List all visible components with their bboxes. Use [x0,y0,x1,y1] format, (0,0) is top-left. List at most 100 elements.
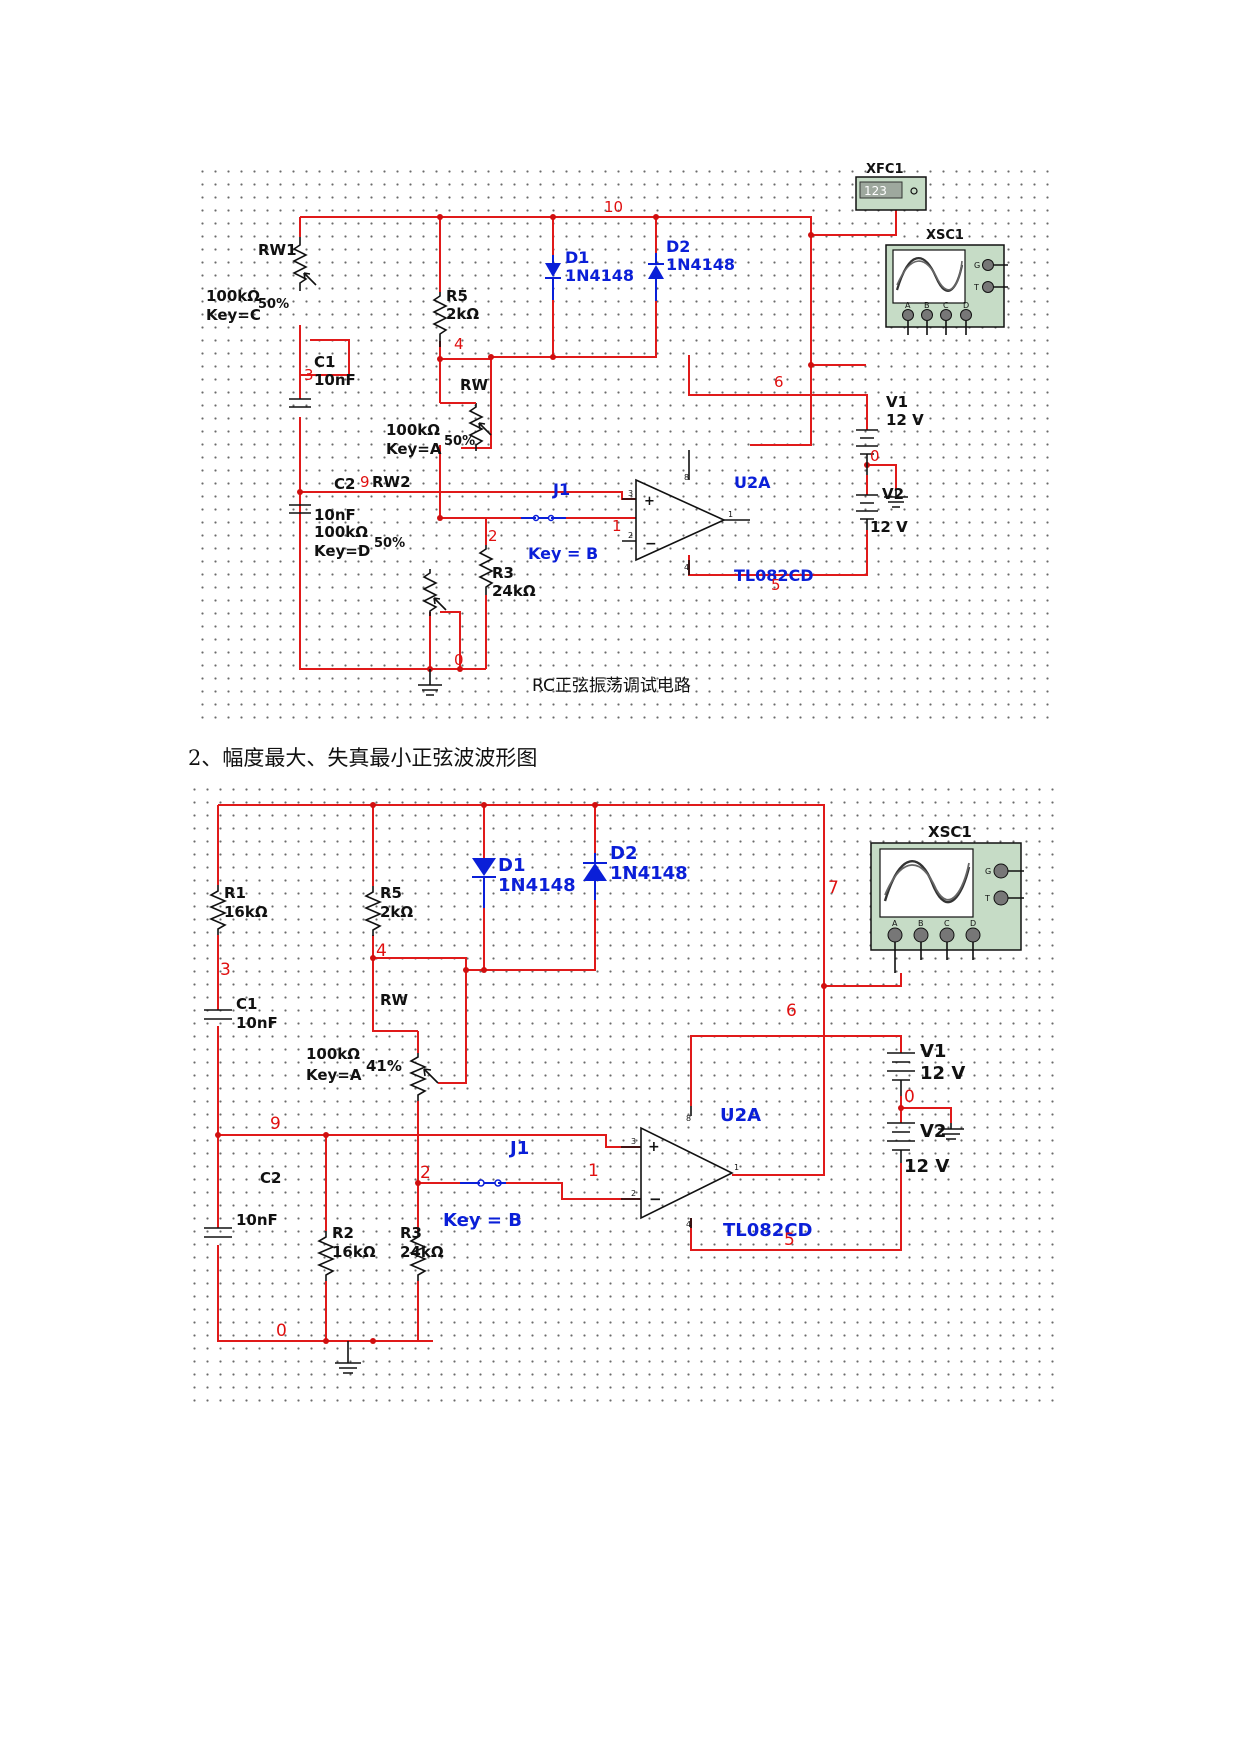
c1-name: C1 [314,353,335,371]
v1-value: 12 V [886,411,924,429]
r5-name: R5 [380,884,402,902]
node-label: 0 [904,1087,915,1107]
opamp-pin-8: 8 [686,1114,691,1123]
opamp-pin-2: 2 [628,531,633,540]
c2-capacitor[interactable] [289,504,311,514]
node-label: 3 [304,366,314,384]
c1-name: C1 [236,995,257,1013]
d1-diode[interactable] [545,255,561,300]
v2-battery[interactable] [856,494,878,530]
opamp-pin-2: 2 [631,1189,636,1198]
c1-value: 10nF [314,371,356,389]
c2-value: 10nF [236,1211,278,1229]
xsc1-pin-c: C [943,301,949,310]
r1-resistor[interactable] [208,885,228,935]
xsc1-pin-a: A [892,919,898,928]
d2-value: 1N4148 [610,863,688,884]
ground-symbol-1 [884,490,908,508]
node-label: 2 [488,527,498,545]
j1-switch[interactable] [521,514,566,522]
d2-diode[interactable] [583,853,607,900]
circuit-2-schematic: R1 16kΩ C1 10nF C2 10nF R2 16kΩ R5 2kΩ R… [188,783,1061,1410]
j1-name: J1 [552,480,570,499]
r5-value: 2kΩ [446,305,479,323]
xsc1-oscilloscope[interactable] [870,842,1024,973]
xsc1-pin-g: G [974,261,980,270]
circuit-1-title: RC正弦振荡调试电路 [532,676,691,696]
rw1-potentiometer[interactable] [292,237,317,291]
u2a-name: U2A [734,473,771,492]
rw-potentiometer[interactable] [408,1053,439,1101]
u2a-opamp[interactable]: + − [621,1106,734,1228]
node-label: 0 [454,651,464,669]
xsc1-oscilloscope[interactable] [885,244,1008,335]
opamp-plus-sign: + [648,1139,660,1155]
rw2-percent: 50% [374,536,405,551]
r5-value: 2kΩ [380,903,413,921]
rw1-value: 100kΩ [206,287,260,305]
xfc1-display: 123 [864,184,887,198]
r5-name: R5 [446,287,468,305]
node-label: 3 [220,960,231,980]
node-label: 5 [784,1230,795,1250]
rw-name: RW [460,376,489,394]
opamp-minus-sign: − [645,536,657,552]
r1-value: 16kΩ [224,903,268,921]
circuit-2-junctions [215,802,904,1344]
v1-battery[interactable] [887,1052,915,1096]
opamp-minus-sign: − [649,1190,662,1208]
circuit-2-svg: R1 16kΩ C1 10nF C2 10nF R2 16kΩ R5 2kΩ R… [204,802,1024,1374]
rw2-potentiometer[interactable] [422,569,447,616]
rw-value: 100kΩ [386,421,440,439]
section-caption: 2、幅度最大、失真最小正弦波波形图 [188,746,538,770]
rw-percent: 50% [444,434,475,449]
d1-name: D1 [565,248,589,267]
r3-resistor[interactable] [408,1231,428,1281]
r5-resistor[interactable] [363,886,383,936]
d2-name: D2 [666,237,690,256]
d1-value: 1N4148 [565,266,634,285]
r3-name: R3 [400,1224,422,1242]
ground-symbol-2 [335,1341,361,1374]
d1-diode[interactable] [472,858,496,908]
xsc1-name: XSC1 [926,228,964,243]
r5-resistor[interactable] [432,292,448,347]
node-label: 7 [828,878,839,898]
v1-name: V1 [920,1041,946,1062]
rw-potentiometer[interactable] [440,402,492,451]
opamp-pin-1: 1 [728,510,733,519]
node-label: 6 [786,1001,797,1021]
v2-name: V2 [920,1121,946,1142]
rw-key: Key=A [306,1066,362,1084]
r3-resistor[interactable] [478,545,494,595]
node-label: 9 [360,473,370,491]
u2a-name: U2A [720,1105,761,1126]
c2-value: 10nF [314,506,356,524]
node-label: 10 [604,198,623,216]
opamp-pin-8: 8 [684,473,689,482]
rw2-name: RW2 [372,473,411,491]
xfc1-frequency-counter[interactable]: 123 [855,176,927,211]
node-label: 2 [420,1163,431,1183]
opamp-pin-4: 4 [686,1220,691,1229]
c1-capacitor[interactable] [204,1009,232,1020]
c1-capacitor[interactable] [289,398,311,408]
c2-capacitor[interactable] [204,1227,232,1238]
opamp-plus-sign: + [644,494,655,509]
c2-name: C2 [260,1169,281,1187]
node-label: 9 [270,1114,281,1134]
node-label: 1 [612,517,622,535]
d2-value: 1N4148 [666,255,735,274]
v2-battery[interactable] [887,1122,915,1163]
rw2-value: 100kΩ [314,523,368,541]
xsc1-pin-a: A [905,301,911,310]
u2a-opamp[interactable]: + − [622,450,750,575]
d2-diode[interactable] [648,253,664,301]
c1-value: 10nF [236,1014,278,1032]
j1-switch[interactable] [460,1179,506,1187]
node-label: 4 [376,941,387,961]
opamp-pin-1: 1 [734,1163,739,1172]
v1-battery[interactable] [856,429,878,475]
r2-resistor[interactable] [316,1231,336,1281]
xsc1-pin-d: D [963,301,969,310]
